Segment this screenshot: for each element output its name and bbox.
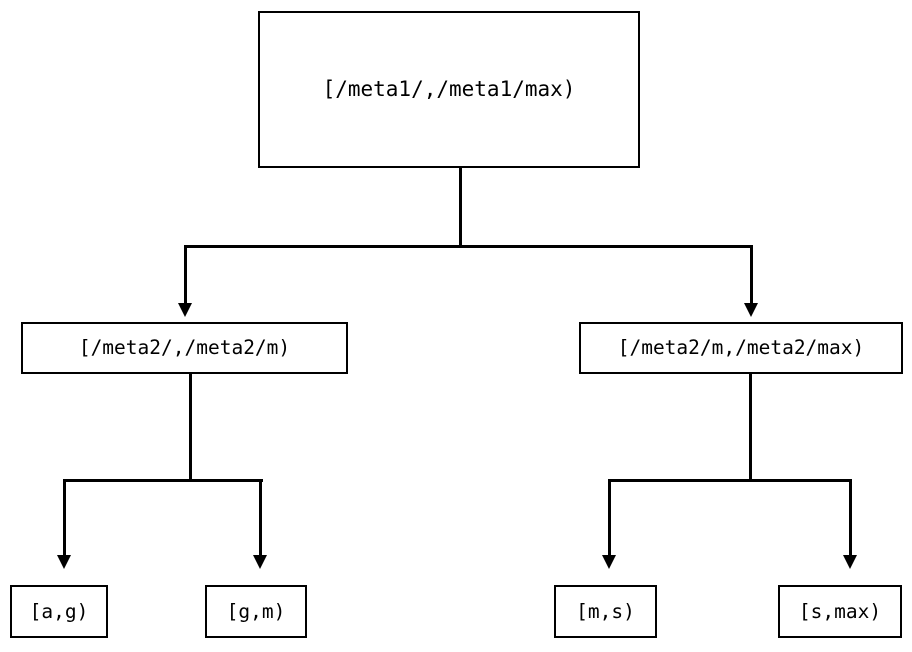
edge-mid-right-horizontal-bar bbox=[608, 479, 852, 482]
node-leaf-ag-label: [a,g) bbox=[29, 599, 89, 623]
node-leaf-smax[interactable]: [s,max) bbox=[778, 585, 902, 638]
node-leaf-ms-label: [m,s) bbox=[576, 599, 635, 623]
arrowhead-down-icon-leaf-ms bbox=[602, 555, 616, 569]
arrowhead-down-icon-leaf-ag bbox=[57, 555, 71, 569]
edge-root-to-mid-right-drop bbox=[750, 245, 753, 305]
node-mid-left-label: [/meta2/,/meta2/m) bbox=[78, 336, 291, 360]
node-leaf-smax-label: [s,max) bbox=[798, 599, 882, 623]
arrowhead-down-icon-mid-right bbox=[744, 303, 758, 317]
node-mid-right-label: [/meta2/m,/meta2/max) bbox=[617, 336, 865, 360]
node-root-label: [/meta1/,/meta1/max) bbox=[322, 77, 576, 101]
node-leaf-ag[interactable]: [a,g) bbox=[10, 585, 108, 638]
node-leaf-ms[interactable]: [m,s) bbox=[554, 585, 657, 638]
edge-to-leaf-gm-drop bbox=[259, 479, 262, 557]
edge-to-leaf-smax-drop bbox=[849, 479, 852, 557]
arrowhead-down-icon-mid-left bbox=[178, 303, 192, 317]
edge-root-horizontal-bar bbox=[184, 245, 753, 248]
edge-to-leaf-ms-drop bbox=[608, 479, 611, 557]
edge-mid-left-horizontal-bar bbox=[63, 479, 263, 482]
node-root[interactable]: [/meta1/,/meta1/max) bbox=[258, 11, 640, 168]
edge-root-to-mid-left-drop bbox=[184, 245, 187, 305]
edge-mid-right-trunk bbox=[749, 374, 752, 481]
node-mid-right[interactable]: [/meta2/m,/meta2/max) bbox=[579, 322, 903, 374]
arrowhead-down-icon-leaf-gm bbox=[253, 555, 267, 569]
node-leaf-gm-label: [g,m) bbox=[226, 599, 286, 623]
node-leaf-gm[interactable]: [g,m) bbox=[205, 585, 307, 638]
edge-mid-left-trunk bbox=[189, 374, 192, 481]
edge-root-trunk bbox=[459, 167, 462, 247]
arrowhead-down-icon-leaf-smax bbox=[843, 555, 857, 569]
node-mid-left[interactable]: [/meta2/,/meta2/m) bbox=[21, 322, 348, 374]
edge-to-leaf-ag-drop bbox=[63, 479, 66, 557]
